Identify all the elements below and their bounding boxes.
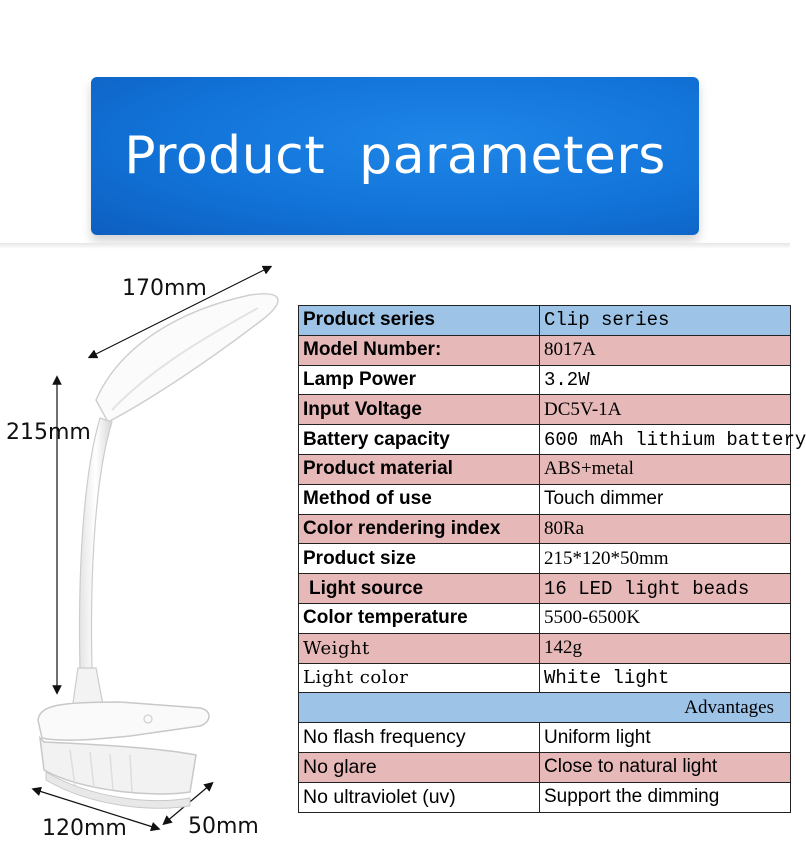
spec-value: Clip series	[539, 305, 791, 336]
spec-label: Product series	[298, 305, 540, 336]
spec-label: Lamp Power	[298, 364, 540, 396]
table-row: Weight 142g	[298, 632, 791, 664]
spec-table: Product series Clip series Model Number:…	[298, 305, 806, 813]
spec-value: White light	[539, 662, 791, 694]
table-row: Product material ABS+metal	[298, 453, 791, 485]
spec-value: 8017A	[539, 334, 791, 366]
advantage-right: Uniform light	[539, 722, 791, 753]
table-row: Product series Clip series	[298, 305, 791, 336]
spec-value: 142g	[539, 632, 791, 664]
spec-label: Model Number:	[298, 334, 540, 366]
advantages-header: Advantages	[298, 692, 791, 724]
width-label: 120mm	[42, 816, 127, 841]
table-row: Input Voltage DC5V-1A	[298, 394, 791, 426]
spec-value: 3.2W	[539, 364, 791, 396]
spec-label: Light color	[298, 662, 540, 694]
spec-label: Product size	[298, 543, 540, 575]
table-row: Model Number: 8017A	[298, 334, 791, 366]
table-row: Color rendering index 80Ra	[298, 513, 791, 545]
spec-label: Weight	[298, 632, 540, 664]
height-label: 215mm	[6, 420, 91, 445]
table-row: No glare Close to natural light	[298, 751, 791, 783]
advantage-left: No ultraviolet (uv)	[298, 781, 540, 813]
spec-label: Method of use	[298, 483, 540, 515]
length-label: 170mm	[122, 276, 207, 301]
header-banner: Product parameters	[91, 77, 699, 235]
lamp-illustration	[31, 265, 279, 832]
spec-value: 80Ra	[539, 513, 791, 545]
spec-label: Product material	[298, 453, 540, 485]
spec-value: 600 mAh lithium battery	[539, 424, 806, 455]
spec-label: Color temperature	[298, 602, 540, 634]
spec-label: Light source	[298, 573, 540, 604]
divider	[0, 243, 790, 249]
length-arrow	[87, 265, 273, 359]
spec-label: Color rendering index	[298, 513, 540, 545]
table-row: Product size 215*120*50mm	[298, 543, 791, 575]
spec-label: Battery capacity	[298, 424, 540, 455]
spec-value: 5500-6500K	[539, 602, 791, 634]
spec-value: 215*120*50mm	[539, 543, 791, 575]
advantage-left: No glare	[298, 751, 540, 783]
table-row: No flash frequency Uniform light	[298, 722, 791, 753]
spec-label: Input Voltage	[298, 394, 540, 426]
table-row: No ultraviolet (uv) Support the dimming	[298, 781, 791, 813]
spec-value: ABS+metal	[539, 453, 791, 485]
page-title: Product parameters	[124, 126, 666, 186]
table-row: Light source 16 LED light beads	[298, 573, 791, 604]
table-row: Lamp Power 3.2W	[298, 364, 791, 396]
spec-value: 16 LED light beads	[539, 573, 791, 604]
table-row: Method of use Touch dimmer	[298, 483, 791, 515]
depth-label: 50mm	[188, 814, 259, 839]
table-row: Battery capacity 600 mAh lithium battery	[298, 424, 806, 455]
advantage-right: Close to natural light	[539, 751, 791, 783]
spec-value: Touch dimmer	[539, 483, 791, 515]
width-arrow	[31, 786, 161, 832]
advantage-left: No flash frequency	[298, 722, 540, 753]
advantages-header-row: Advantages	[298, 692, 791, 724]
table-row: Color temperature 5500-6500K	[298, 602, 791, 634]
spec-value: DC5V-1A	[539, 394, 791, 426]
advantage-right: Support the dimming	[539, 781, 791, 813]
table-row: Light color White light	[298, 662, 791, 694]
